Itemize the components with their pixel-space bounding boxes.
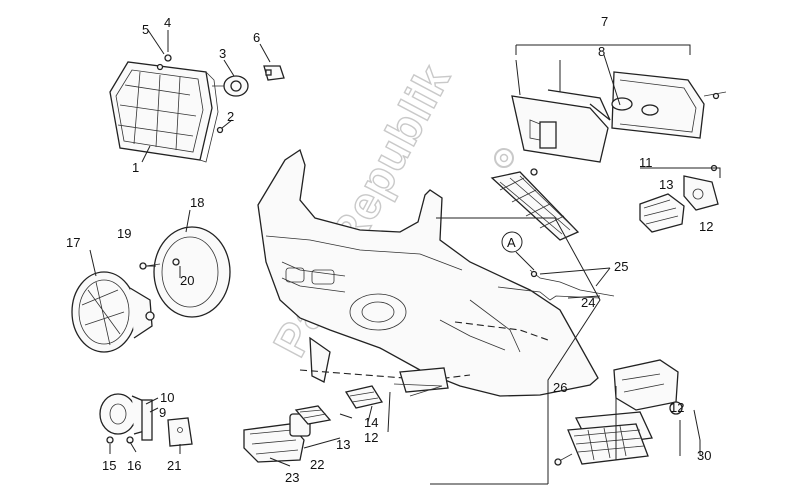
label-11: 11	[639, 155, 653, 170]
label-7: 7	[601, 14, 608, 29]
label-13-front: 13	[336, 437, 350, 452]
headlight-rim	[153, 226, 231, 318]
headlight-rectangular	[109, 61, 219, 163]
label-21: 21	[167, 458, 181, 473]
headlight-screws	[156, 54, 224, 134]
label-6: 6	[253, 30, 260, 45]
wiring-harness	[497, 269, 615, 301]
label-16: 16	[127, 458, 141, 473]
round-headlight	[71, 271, 155, 353]
label-4: 4	[164, 15, 171, 30]
label-1: 1	[132, 160, 139, 175]
label-23: 23	[285, 470, 299, 485]
part-number-labels: 5 4 3 6 2 1 7 8 11 13 12 18 19 17 20 25 …	[66, 14, 713, 485]
fairing-dashed-outline	[299, 369, 471, 381]
watermark-gear-icon	[494, 148, 514, 168]
headlight-bulb	[212, 75, 249, 97]
label-25: 25	[614, 259, 628, 274]
label-2: 2	[227, 109, 234, 124]
front-turn-signal-right	[344, 367, 449, 409]
label-3: 3	[219, 46, 226, 61]
turn-signal-rear	[639, 164, 719, 233]
label-26: 26	[553, 380, 567, 395]
label-14: 14	[364, 415, 378, 430]
horn	[99, 393, 153, 444]
label-22: 22	[310, 457, 324, 472]
horn-bracket	[167, 417, 193, 447]
reference-a: A	[501, 231, 535, 271]
license-plate-light	[554, 359, 683, 466]
label-12-plate: 12	[670, 400, 684, 415]
label-13-rear: 13	[659, 177, 673, 192]
front-turn-signal-left	[243, 413, 311, 463]
front-turn-signal-lens	[294, 405, 332, 425]
label-5: 5	[142, 22, 149, 37]
label-10: 10	[160, 390, 174, 405]
label-17: 17	[66, 235, 80, 250]
label-15: 15	[102, 458, 116, 473]
label-12-front: 12	[364, 430, 378, 445]
tail-light	[511, 71, 727, 163]
leader-lines	[89, 29, 721, 485]
label-24: 24	[581, 295, 595, 310]
label-30: 30	[697, 448, 711, 463]
label-19: 19	[117, 226, 131, 241]
label-8: 8	[598, 44, 605, 59]
label-12-rear: 12	[699, 219, 713, 234]
label-20: 20	[180, 273, 194, 288]
bulb-socket	[263, 65, 285, 81]
reference-a-label: A	[507, 235, 516, 250]
label-9: 9	[159, 405, 166, 420]
label-18: 18	[190, 195, 204, 210]
fairing-grille	[490, 168, 580, 241]
